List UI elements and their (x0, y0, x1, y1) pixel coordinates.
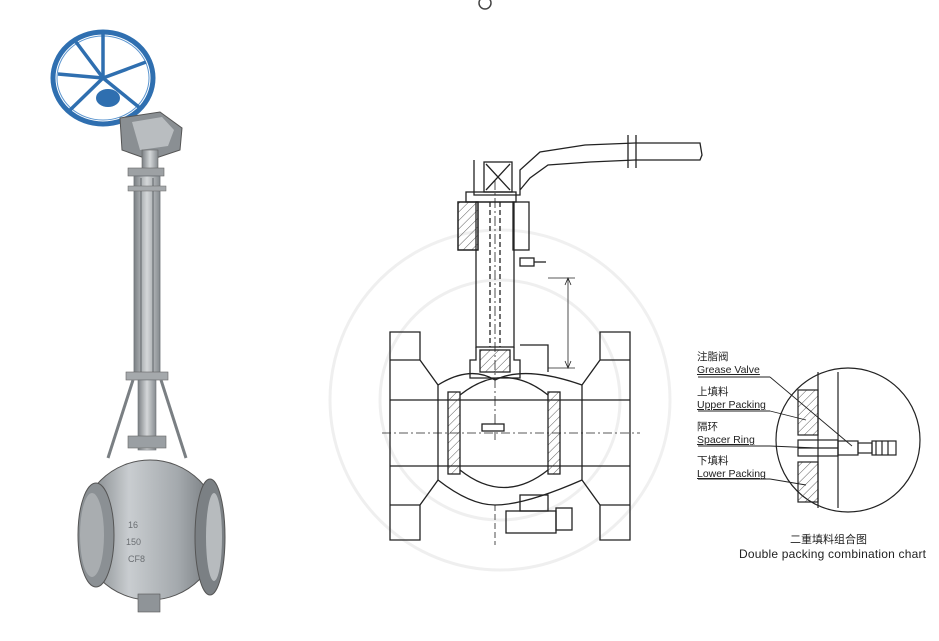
top-ring-mark (478, 0, 492, 10)
grease-valve-label-en: Grease Valve (697, 364, 760, 376)
upper-packing-label-en: Upper Packing (697, 399, 766, 411)
spacer-ring-label-zh: 隔环 (697, 421, 718, 433)
spacer-ring-label-en: Spacer Ring (697, 434, 755, 446)
upper-packing-label-zh: 上填料 (697, 386, 729, 398)
double-packing-detail (775, 367, 921, 513)
leader-lines (698, 376, 853, 486)
lower-packing-label-en: Lower Packing (697, 468, 766, 480)
svg-text:16: 16 (128, 520, 138, 530)
valve-photo: 16 150 CF8 (50, 29, 226, 613)
caption-en: Double packing combination chart (739, 547, 927, 561)
handwheel-icon (50, 29, 156, 127)
grease-valve-label-zh: 注脂阀 (697, 351, 729, 363)
svg-text:150: 150 (126, 537, 141, 547)
caption-zh: 二重填料组合图 (790, 534, 867, 546)
lower-packing-label-zh: 下填料 (697, 455, 729, 467)
svg-text:CF8: CF8 (128, 554, 145, 564)
valve-cross-section (382, 135, 703, 545)
